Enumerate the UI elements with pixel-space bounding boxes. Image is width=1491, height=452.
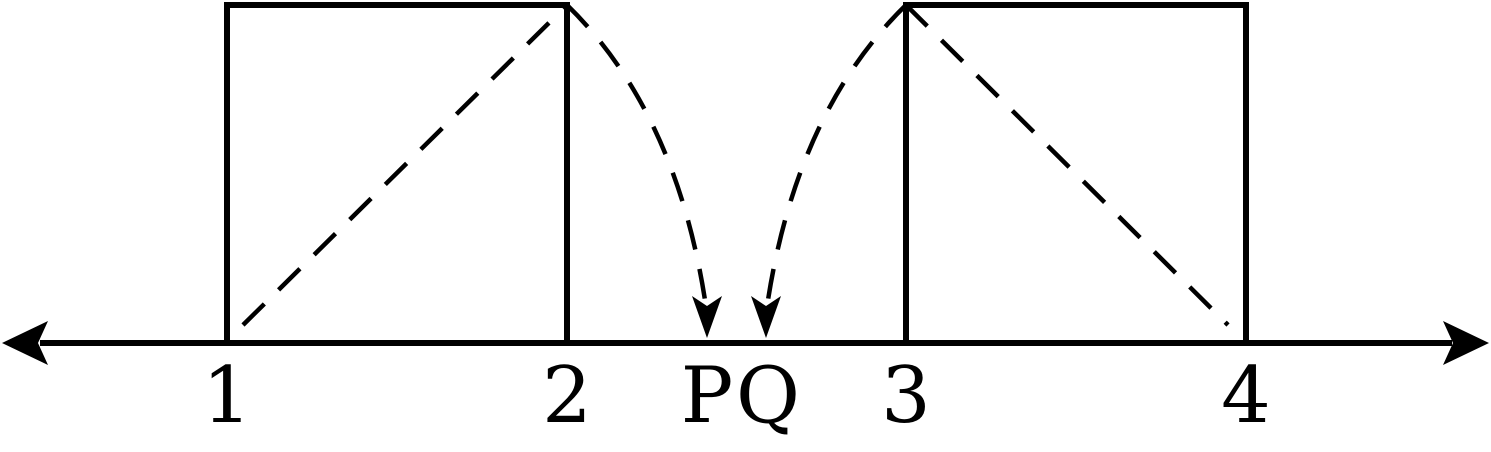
label-2: 2	[542, 351, 592, 441]
left-square	[224, 2, 570, 346]
left-square-diagonal	[241, 3, 569, 327]
right-arrowhead	[1443, 321, 1489, 365]
label-1: 1	[202, 351, 252, 441]
right-square	[903, 2, 1249, 346]
arc-to-q-arrowhead	[751, 296, 781, 338]
arc-to-p-arrowhead	[692, 296, 722, 338]
label-q: Q	[736, 351, 800, 441]
arc-to-q	[765, 3, 908, 301]
left-arrowhead	[2, 321, 48, 365]
arc-to-p	[565, 3, 708, 301]
label-p: P	[681, 351, 733, 441]
label-4: 4	[1221, 351, 1271, 441]
label-3: 3	[881, 351, 931, 441]
right-square-diagonal	[904, 3, 1230, 327]
